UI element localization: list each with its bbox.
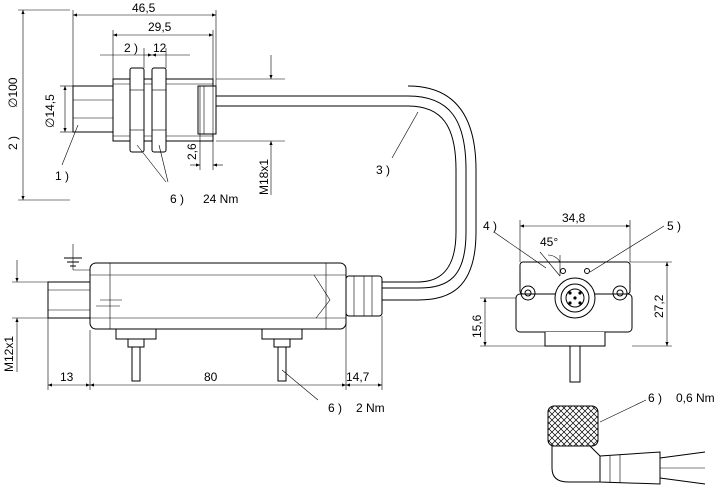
dim-15-6: 15,6 [470, 314, 484, 338]
torque-24: 24 Nm [203, 192, 238, 206]
note-4: 4 ) [483, 219, 497, 233]
dim-29-5: 29,5 [148, 20, 172, 34]
angle-45: 45° [540, 235, 558, 249]
note-6-conn: 6 ) [648, 391, 662, 405]
end-view [515, 251, 633, 383]
note-5: 5 ) [667, 219, 681, 233]
dim-12: 12 [153, 41, 167, 55]
torque-2: 2 Nm [356, 401, 385, 415]
dim-34-8: 34,8 [562, 211, 586, 225]
note-2-top: 2 ) [124, 41, 138, 55]
amplifier-dimensions: M12x1 13 80 14,7 6 ) 2 Nm [2, 260, 385, 415]
fibre-cable [216, 85, 477, 301]
torque-0-6: 0,6 Nm [676, 391, 715, 405]
dia-14-5: ∅14,5 [43, 94, 57, 128]
dim-14-7: 14,7 [346, 370, 370, 384]
dim-46-5: 46,5 [132, 1, 156, 15]
note-6-amp: 6 ) [328, 401, 342, 415]
end-view-dimensions: 34,8 4 ) 5 ) 45° 27,2 15,6 [470, 211, 681, 347]
dia-100: ∅100 [6, 77, 20, 108]
note-6-nuts: 6 ) [170, 192, 184, 206]
sensor-head [72, 67, 217, 153]
amplifier [47, 244, 383, 382]
note-3: 3 ) [376, 163, 390, 177]
thread-m18: M18x1 [257, 159, 271, 195]
dim-80: 80 [204, 370, 218, 384]
dim-2-6: 2,6 [185, 143, 199, 160]
top-dimensions: 46,5 29,5 2 ) 12 ∅100 2 ) ∅14,5 1 ) M18x… [6, 1, 419, 206]
note-1: 1 ) [55, 169, 69, 183]
note-2-left: 2 ) [6, 136, 20, 150]
dim-27-2: 27,2 [652, 294, 666, 318]
angled-connector: 6 ) 0,6 Nm [547, 391, 715, 485]
dim-13: 13 [60, 370, 74, 384]
thread-m12: M12x1 [2, 336, 16, 372]
